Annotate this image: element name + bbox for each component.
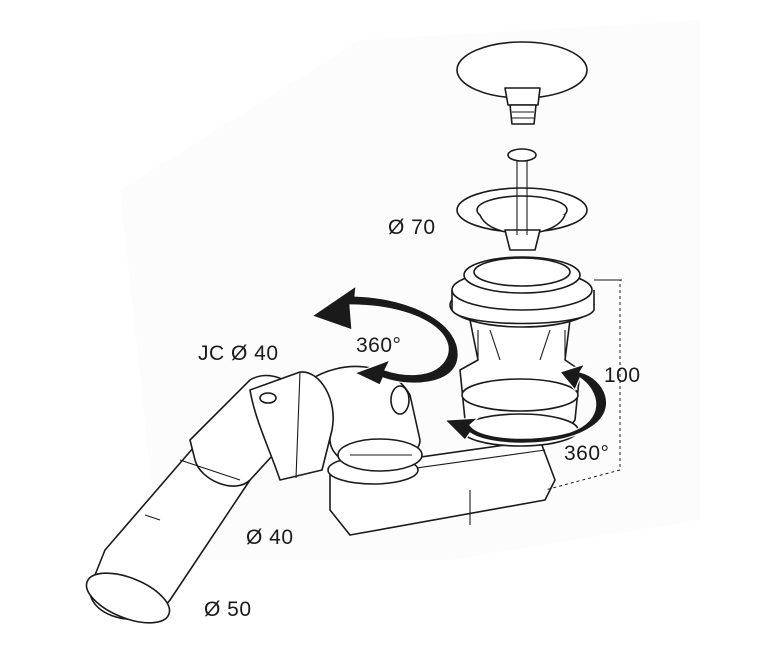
rotation-arrow-right-icon (443, 362, 608, 444)
rotation-right-label: 360° (564, 442, 610, 465)
cap-diameter-label: Ø 70 (388, 216, 436, 239)
coupling-nut (249, 371, 334, 481)
top-collar (449, 256, 595, 328)
rotation-left-label: 360° (356, 334, 402, 357)
height-label: 100 (604, 364, 641, 387)
jc-diameter-label: JC Ø 40 (198, 342, 279, 365)
rotation-arrow-left-icon (310, 284, 459, 386)
strainer (456, 187, 588, 251)
outlet-diameter-40-label: Ø 40 (246, 526, 294, 549)
trap-body (459, 319, 581, 447)
outlet-diameter-50-label: Ø 50 (204, 598, 252, 621)
plug-cap (456, 41, 588, 125)
height-dimension (544, 279, 622, 491)
stem (507, 148, 537, 235)
